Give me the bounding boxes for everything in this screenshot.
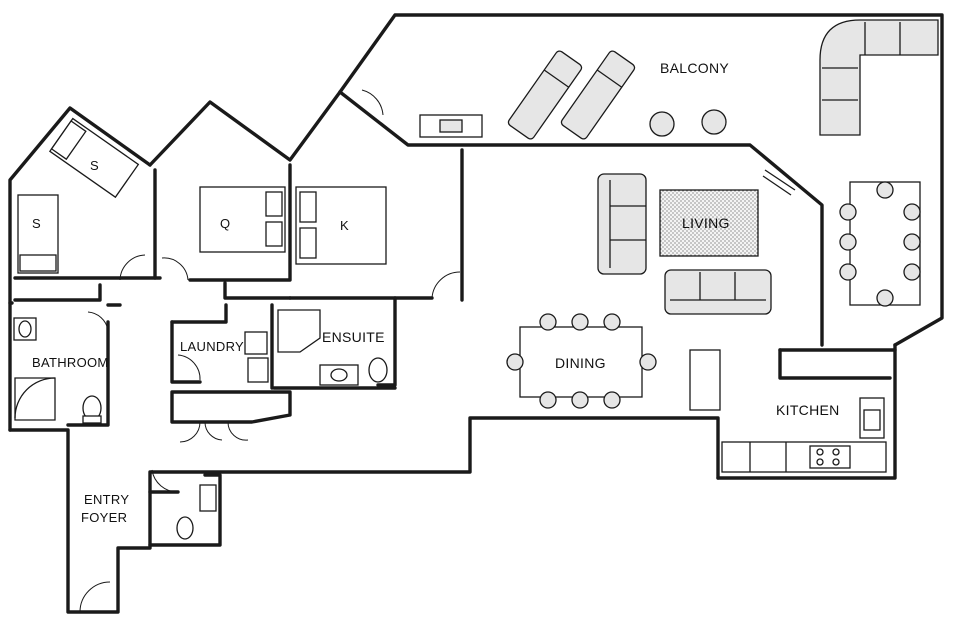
door-swings	[79, 89, 461, 613]
room-labels: BALCONY LIVING DINING KITCHEN ENSUITE LA…	[32, 60, 840, 525]
kitchen-fixtures	[721, 397, 887, 473]
label-entry: ENTRY	[84, 492, 129, 507]
corner-sofa	[819, 19, 939, 136]
sofa-left	[597, 173, 647, 275]
label-bed-single-left: S	[32, 216, 41, 231]
label-foyer: FOYER	[81, 510, 127, 525]
label-ensuite: ENSUITE	[322, 329, 385, 345]
label-living: LIVING	[682, 215, 730, 231]
cooktop	[809, 445, 851, 469]
exterior-walls	[8, 13, 944, 614]
sofa-bottom	[664, 269, 772, 315]
label-kitchen: KITCHEN	[776, 402, 840, 418]
sun-lounger	[507, 50, 583, 140]
label-bed-king: K	[340, 218, 349, 233]
balcony-furniture	[419, 19, 939, 307]
bedroom-furniture	[17, 117, 387, 274]
balcony-chair	[701, 109, 727, 135]
label-bed-queen: Q	[220, 216, 230, 231]
label-balcony: BALCONY	[660, 60, 729, 76]
living-furniture	[506, 169, 796, 409]
label-bed-single-top: S	[90, 158, 99, 173]
rug	[659, 189, 759, 257]
label-dining: DINING	[555, 355, 606, 371]
sun-lounger	[560, 50, 636, 140]
label-laundry: LAUNDRY	[180, 339, 244, 354]
bathroom-fixtures	[13, 309, 388, 540]
interior-walls	[8, 148, 897, 547]
label-bathroom: BATHROOM	[32, 355, 109, 370]
balcony-chair	[649, 111, 675, 137]
